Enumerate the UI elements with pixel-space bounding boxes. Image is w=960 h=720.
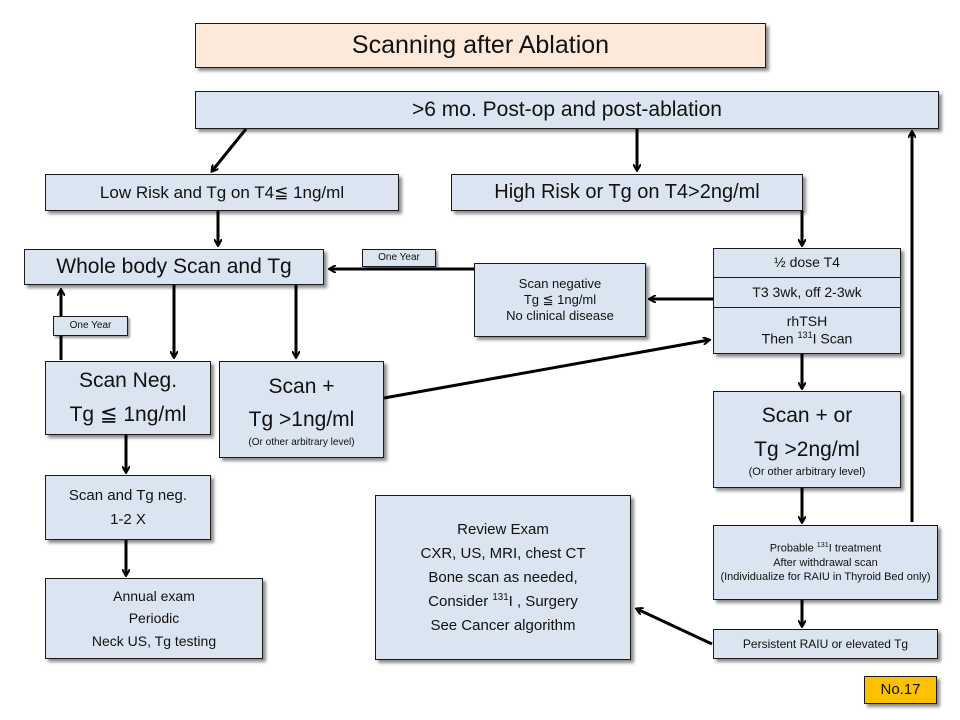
high-risk-text: High Risk or Tg on T4>2ng/ml: [494, 181, 760, 203]
prep-seg3-line1: rhTSH: [786, 312, 828, 329]
isotope-superscript: 131: [492, 591, 509, 603]
isotope-superscript: 131: [816, 540, 829, 549]
annual-line2: Periodic: [128, 610, 180, 627]
annual-box: Annual exam Periodic Neck US, Tg testing: [45, 578, 263, 659]
whole-body-box: Whole body Scan and Tg: [24, 249, 324, 285]
arrow-persistent-to-review: [637, 609, 713, 646]
scan-neg-line2: Tg ≦ 1ng/ml: [69, 403, 187, 426]
prep-seg-t3: T3 3wk, off 2-3wk: [714, 277, 900, 307]
scan-pos-or-line1: Scan + or: [761, 404, 853, 428]
review-line1: Review Exam: [457, 520, 549, 538]
scan-pos-or-note: (Or other arbitrary level): [748, 466, 866, 479]
high-risk-box: High Risk or Tg on T4>2ng/ml: [451, 174, 803, 211]
whole-body-text: Whole body Scan and Tg: [56, 254, 292, 278]
slide-number-badge: No.17: [864, 676, 937, 704]
start-text: >6 mo. Post-op and post-ablation: [412, 97, 722, 121]
page-title-text: Scanning after Ablation: [351, 30, 610, 59]
review-consider-text: Consider: [428, 592, 493, 610]
scan-negative-box: Scan negative Tg ≦ 1ng/ml No clinical di…: [474, 263, 646, 337]
isotope-superscript: 131: [797, 330, 813, 341]
prep-seg3-line2: Then 131I Scan: [762, 330, 853, 348]
review-surgery-text: I , Surgery: [508, 592, 578, 610]
low-risk-box: Low Risk and Tg on T4≦ 1ng/ml: [45, 174, 399, 211]
persistent-box: Persistent RAIU or elevated Tg: [713, 629, 938, 659]
prep-scan-text: I Scan: [812, 330, 853, 347]
scan-tg-neg-line1: Scan and Tg neg.: [68, 486, 188, 504]
scan-pos-line2: Tg >1ng/ml: [248, 408, 355, 432]
page-title: Scanning after Ablation: [195, 23, 766, 68]
scan-tg-neg-box: Scan and Tg neg. 1-2 X: [45, 475, 211, 540]
scan-pos-or-line2: Tg >2ng/ml: [754, 437, 860, 461]
low-risk-text: Low Risk and Tg on T4≦ 1ng/ml: [99, 182, 345, 202]
treatment-text: I treatment: [828, 542, 882, 555]
one-year-top-text: One Year: [378, 251, 420, 263]
scan-tg-neg-line2: 1-2 X: [110, 510, 146, 528]
review-line4: Consider 131I , Surgery: [428, 590, 578, 614]
review-line2: CXR, US, MRI, chest CT: [420, 544, 586, 562]
annual-line1: Annual exam: [113, 587, 195, 604]
arrow-start-to-low-risk: [212, 128, 248, 171]
one-year-tag-left: One Year: [53, 316, 128, 336]
probable-line3: (Individualize for RAIU in Thyroid Bed o…: [720, 570, 931, 583]
annual-line3: Neck US, Tg testing: [91, 632, 217, 649]
scan-neg-box: Scan Neg. Tg ≦ 1ng/ml: [45, 361, 211, 435]
start-box: >6 mo. Post-op and post-ablation: [195, 91, 939, 129]
probable-line2: After withdrawal scan: [773, 556, 878, 569]
scan-pos-line1: Scan +: [268, 374, 335, 398]
prep-then-text: Then: [761, 330, 798, 347]
review-box: Review Exam CXR, US, MRI, chest CT Bone …: [375, 495, 631, 660]
one-year-tag-top: One Year: [362, 249, 436, 267]
probable-text: Probable: [769, 542, 817, 555]
prep-box: ½ dose T4 T3 3wk, off 2-3wk rhTSH Then 1…: [713, 248, 901, 354]
scan-negative-line2: Tg ≦ 1ng/ml: [523, 291, 597, 307]
prep-seg1-text: ½ dose T4: [774, 254, 840, 271]
arrow-scan-pos-to-prep: [383, 340, 709, 400]
scan-neg-line1: Scan Neg.: [78, 369, 178, 393]
scan-pos-or-box: Scan + or Tg >2ng/ml (Or other arbitrary…: [713, 391, 901, 488]
prep-seg2-text: T3 3wk, off 2-3wk: [752, 283, 862, 300]
one-year-left-text: One Year: [69, 319, 112, 331]
scan-pos-note: (Or other arbitrary level): [248, 436, 355, 448]
slide-number-text: No.17: [880, 680, 921, 698]
persistent-text: Persistent RAIU or elevated Tg: [742, 636, 909, 651]
scan-negative-line1: Scan negative: [518, 275, 602, 291]
prep-seg-half-dose: ½ dose T4: [714, 249, 900, 277]
prep-seg-rhtsh: rhTSH Then 131I Scan: [714, 307, 900, 353]
review-line3: Bone scan as needed,: [428, 568, 578, 586]
review-line5: See Cancer algorithm: [430, 616, 576, 634]
probable-box: Probable 131I treatment After withdrawal…: [713, 525, 938, 600]
probable-line1: Probable 131I treatment: [770, 541, 882, 556]
scan-negative-line3: No clinical disease: [506, 308, 614, 324]
scan-pos-box: Scan + Tg >1ng/ml (Or other arbitrary le…: [219, 361, 384, 458]
